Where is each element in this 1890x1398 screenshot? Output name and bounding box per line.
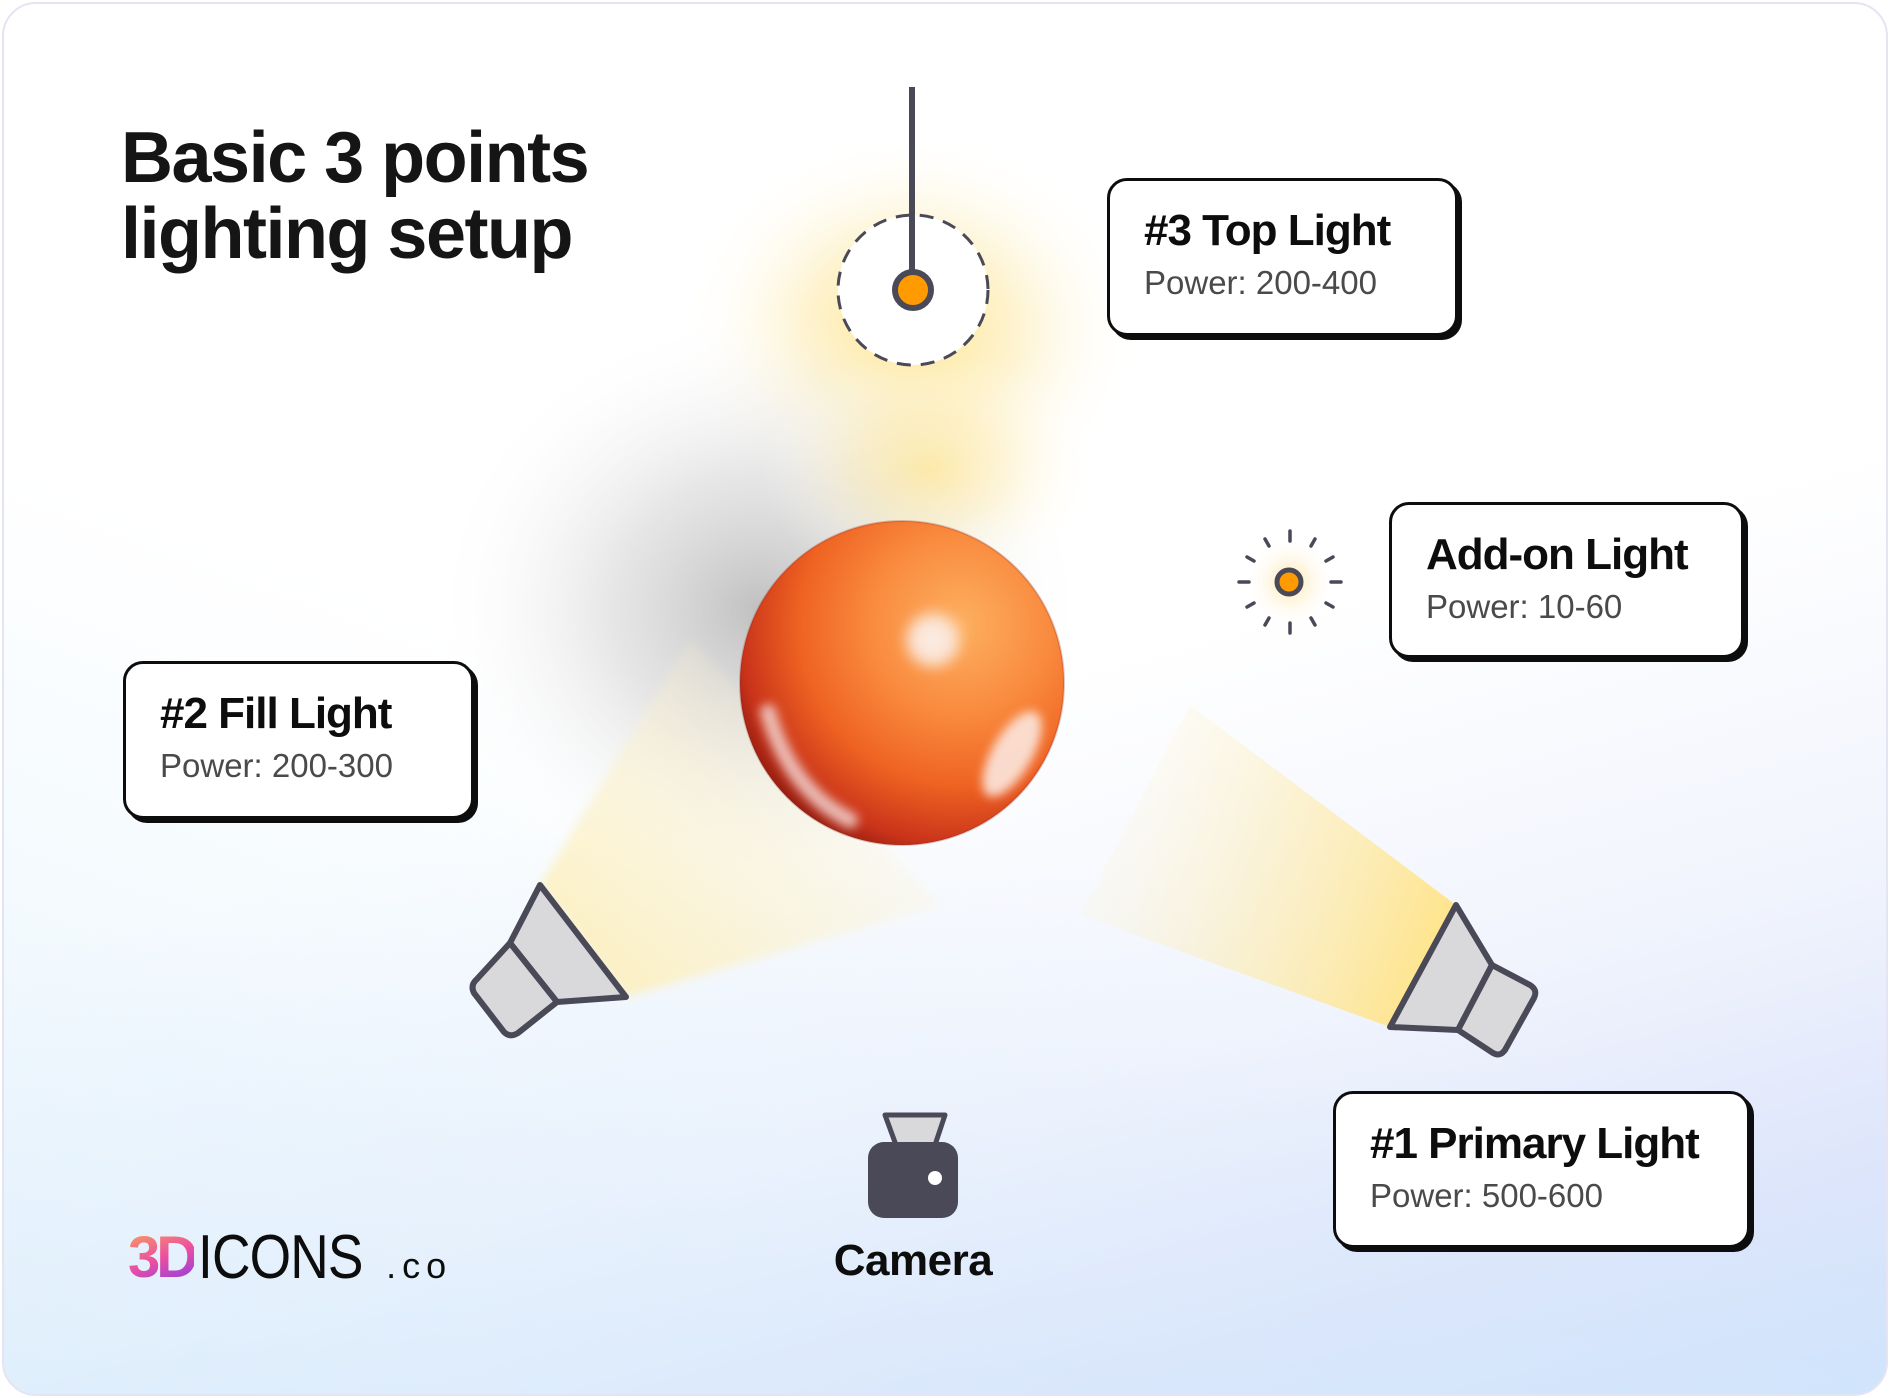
logo-3d-mark: 3D bbox=[128, 1225, 198, 1290]
addon-light-card: Add-on Light Power: 10-60 bbox=[1389, 502, 1744, 658]
fill-light-name: #2 Fill Light bbox=[160, 689, 392, 738]
title-line-2: lighting setup bbox=[121, 194, 573, 274]
logo-domain: .co bbox=[386, 1245, 453, 1286]
addon-light-name: Add-on Light bbox=[1426, 530, 1689, 579]
primary-light-card: #1 Primary Light Power: 500-600 bbox=[1333, 1091, 1750, 1248]
title-line-1: Basic 3 points bbox=[121, 118, 590, 198]
fill-light-card: #2 Fill Light Power: 200-300 bbox=[123, 661, 474, 819]
fill-light-lamp-icon bbox=[469, 882, 629, 1039]
addon-light-power: Power: 10-60 bbox=[1426, 588, 1623, 625]
fill-light-beam bbox=[540, 640, 940, 997]
top-light-name: #3 Top Light bbox=[1144, 206, 1391, 255]
orange-sphere bbox=[739, 520, 1065, 846]
page-title: Basic 3 points lighting setup bbox=[121, 118, 590, 274]
camera-label: Camera bbox=[833, 1236, 993, 1285]
primary-light-lamp-icon bbox=[1387, 902, 1539, 1058]
top-light-power: Power: 200-400 bbox=[1144, 264, 1377, 301]
camera-icon bbox=[868, 1112, 958, 1218]
brand-logo: 3D ICONS .co bbox=[128, 1223, 453, 1292]
primary-light-beam bbox=[1080, 705, 1456, 1027]
top-light-card: #3 Top Light Power: 200-400 bbox=[1107, 178, 1458, 336]
logo-wordmark: ICONS bbox=[198, 1223, 363, 1292]
fill-light-power: Power: 200-300 bbox=[160, 747, 393, 784]
primary-light-name: #1 Primary Light bbox=[1370, 1119, 1700, 1168]
addon-light-icon bbox=[1237, 529, 1343, 635]
primary-light-power: Power: 500-600 bbox=[1370, 1177, 1603, 1214]
top-light-icon bbox=[836, 87, 990, 367]
